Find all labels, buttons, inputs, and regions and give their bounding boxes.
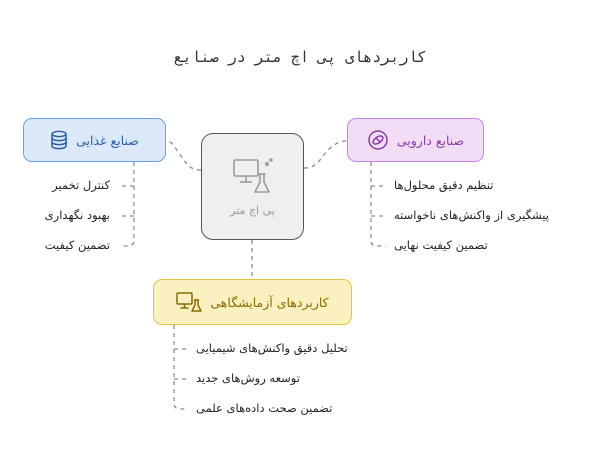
lab-label: کاربردهای آزمایشگاهی (210, 294, 329, 310)
food-item: کنترل تخمیر (52, 178, 110, 192)
lab-item: توسعه روش‌های جدید (196, 371, 300, 385)
pill-icon (368, 130, 388, 150)
pharma-item: تضمین کیفیت نهایی (394, 238, 488, 252)
food-label: صنایع غذایی (76, 132, 139, 148)
food-industry-node[interactable]: صنایع غذایی (23, 118, 166, 162)
lab-applications-node[interactable]: کاربردهای آزمایشگاهی (153, 279, 352, 325)
food-item: تضمین کیفیت (44, 238, 110, 252)
pharma-item: تنظیم دقیق محلول‌ها (394, 178, 494, 192)
center-label: پی اچ متر (230, 204, 275, 217)
lab-monitor-icon (176, 292, 203, 312)
diagram-title: کاربردهای پی اچ متر در صنایع (173, 48, 427, 66)
monitor-flask-icon (232, 158, 273, 193)
food-item: بهبود نگهداری (44, 208, 110, 222)
pharma-industry-node[interactable]: صنایع دارویی (347, 118, 484, 162)
connector-food-items (120, 162, 135, 247)
ph-meter-node[interactable]: پی اچ متر (201, 133, 304, 240)
pharma-item: پیشگیری از واکنش‌های ناخواسته (394, 208, 549, 222)
connector-lab-items (173, 325, 188, 410)
lab-item: تحلیل دقیق واکنش‌های شیمیایی (196, 341, 348, 355)
database-icon (51, 130, 67, 150)
connector-center-food (165, 140, 202, 171)
pharma-label: صنایع دارویی (396, 132, 465, 148)
connector-pharma-items (370, 162, 386, 247)
lab-item: تضمین صحت داده‌های علمی (196, 401, 333, 415)
connector-center-pharma (303, 140, 348, 169)
